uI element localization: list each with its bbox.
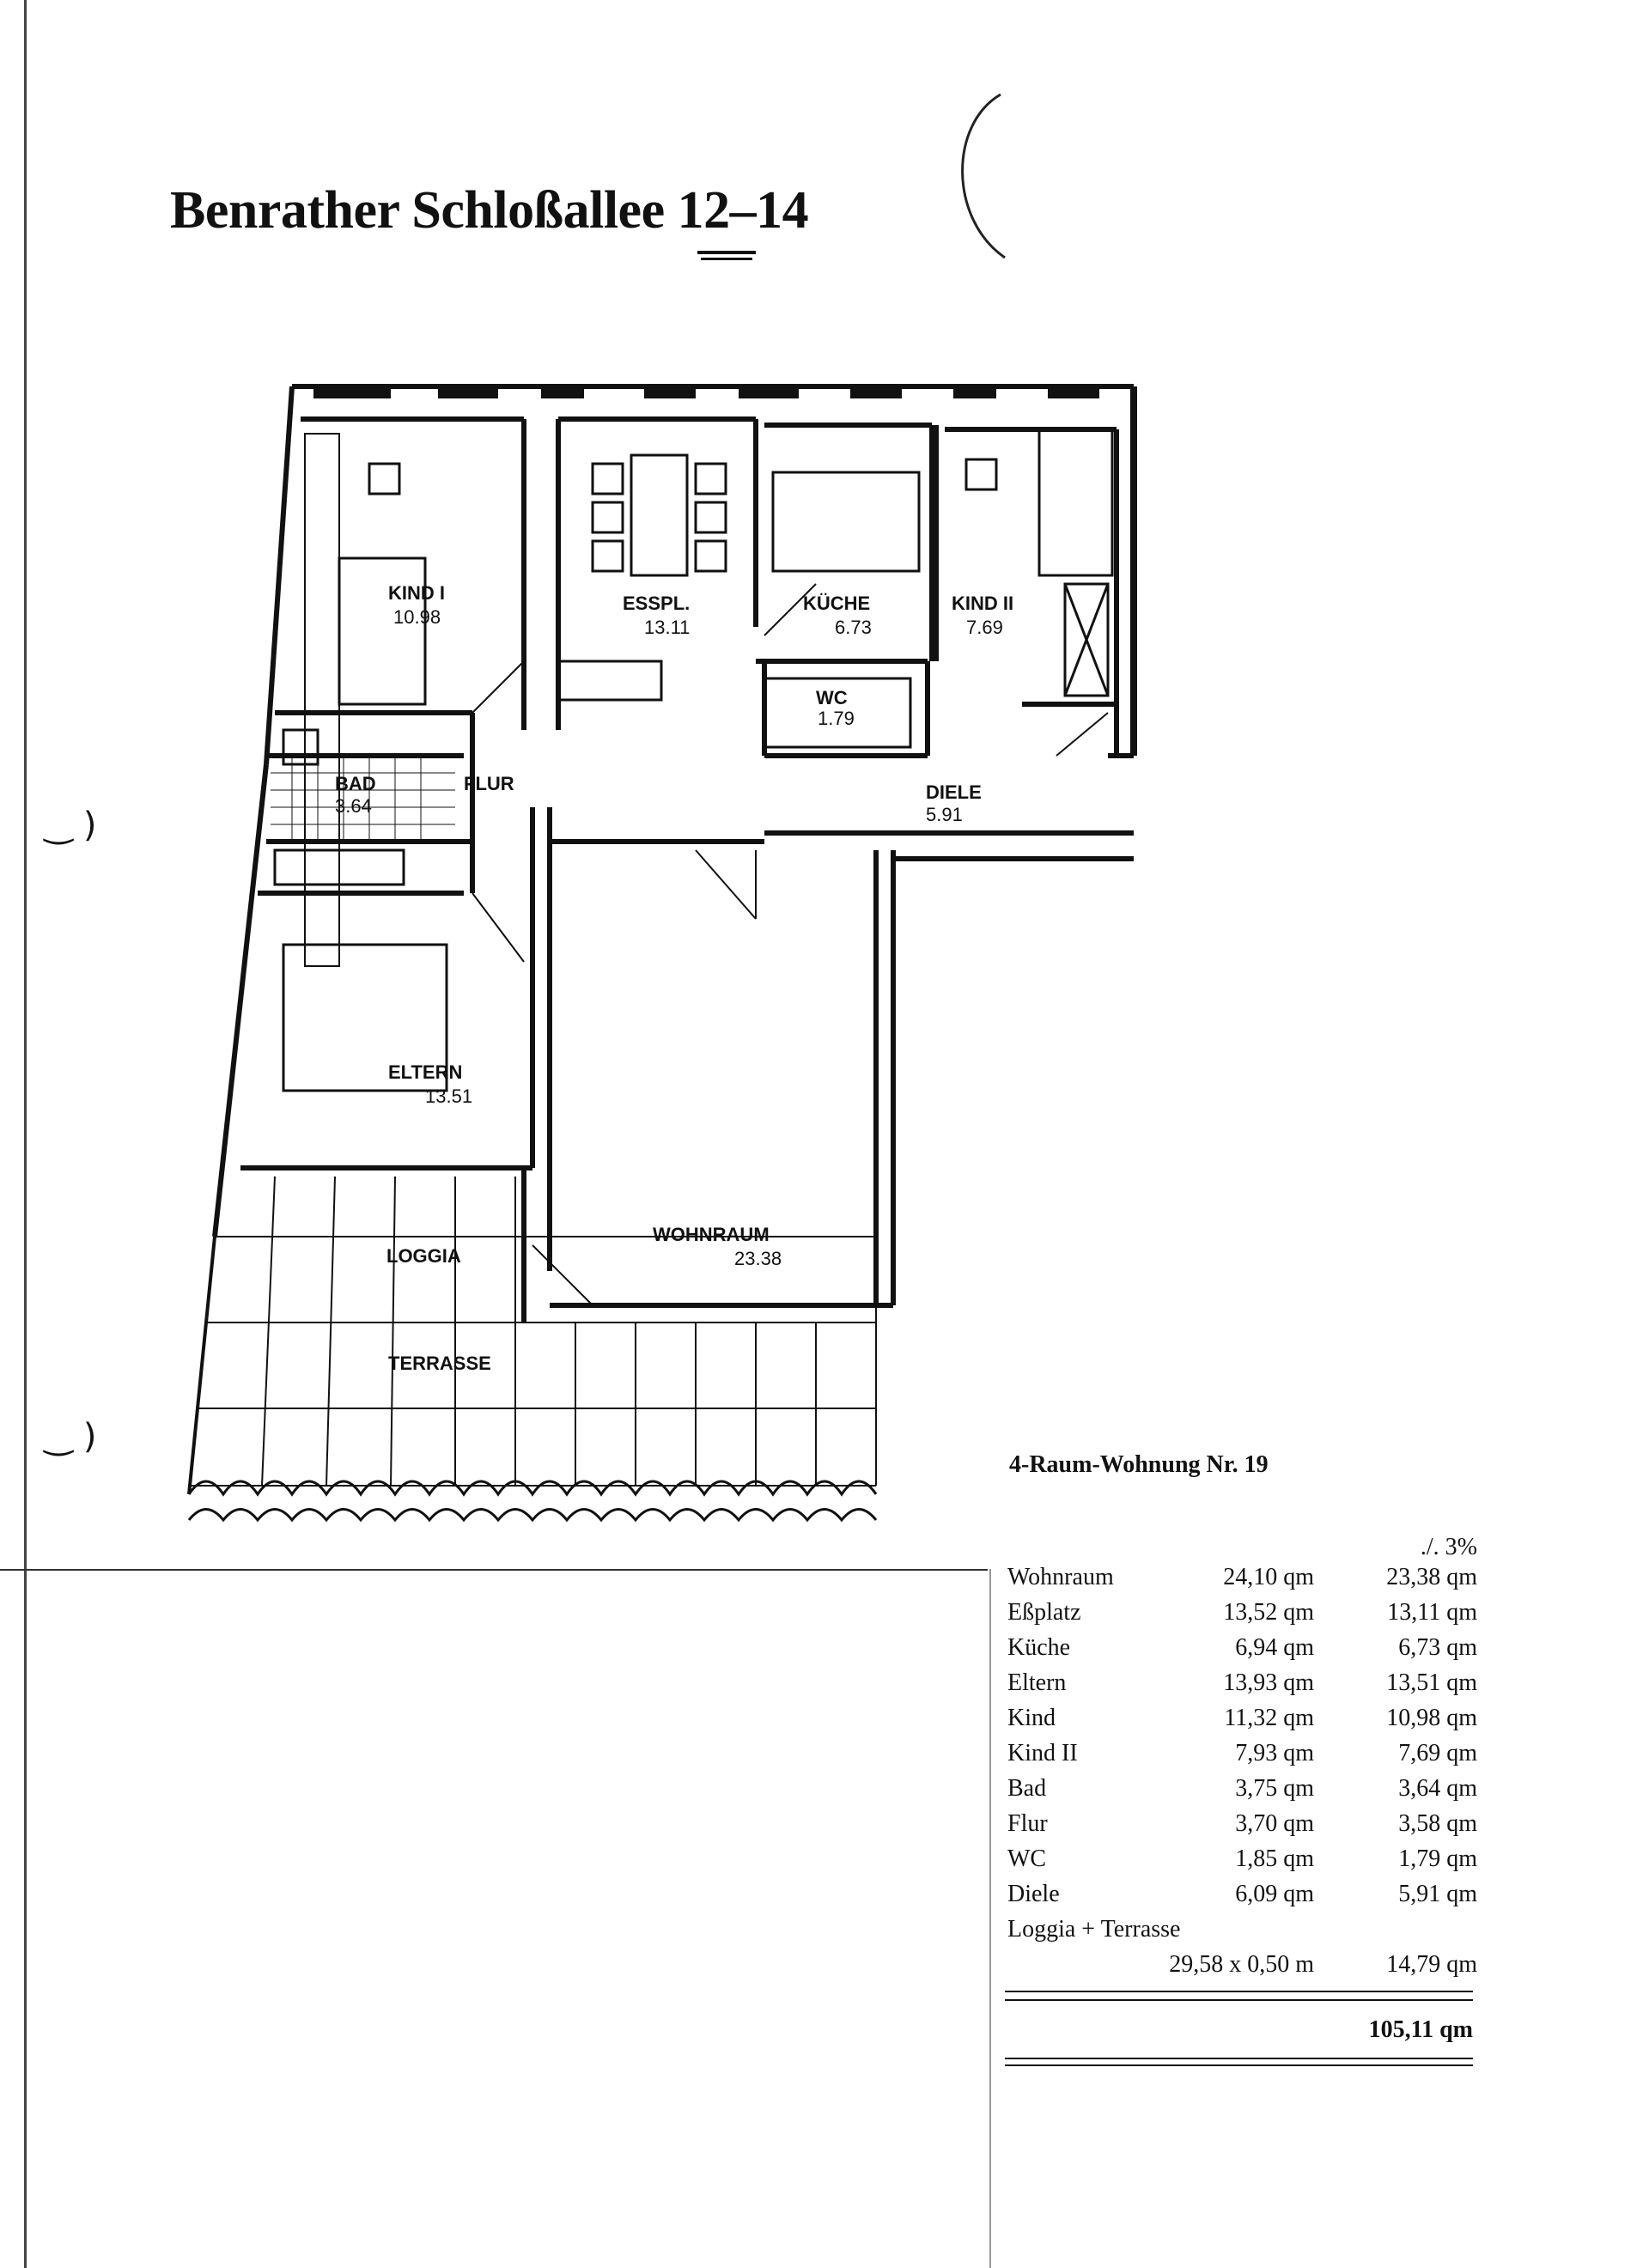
area-row-net: 13,51 qm: [1386, 1669, 1477, 1696]
area-row-name: WC: [1007, 1845, 1047, 1872]
page-title: Benrather Schloßallee 12–14: [170, 181, 809, 240]
handwritten-paren-mark: [961, 93, 1006, 259]
room-label-diele: DIELE: [926, 781, 982, 803]
room-label-bad: BAD: [335, 773, 376, 794]
room-label-loggia: LOGGIA: [386, 1245, 461, 1267]
room-label-eltern: ELTERN: [388, 1061, 462, 1083]
area-row: Eßplatz 13,52 qm 13,11 qm: [1005, 1599, 1477, 1634]
area-row-gross: 13,52 qm: [1223, 1599, 1314, 1626]
area-row: Kind 11,32 qm 10,98 qm: [1005, 1705, 1477, 1740]
bath-tiles: [271, 756, 455, 842]
sum-rule-1: [1005, 1991, 1473, 1992]
area-table-header: ./. 3%: [1005, 1529, 1477, 1564]
area-row-net: 3,58 qm: [1398, 1810, 1477, 1837]
room-area-esspl: 13.11: [644, 617, 690, 638]
area-row-name: Eltern: [1007, 1669, 1067, 1696]
top-windows: [313, 386, 1099, 398]
deduction-label: ./. 3%: [1420, 1534, 1477, 1560]
area-row-net: 3,64 qm: [1398, 1775, 1477, 1802]
area-row-name: Eßplatz: [1007, 1599, 1081, 1626]
page-vertical-rule: [989, 1569, 991, 2268]
area-row: Wohnraum 24,10 qm 23,38 qm: [1005, 1564, 1477, 1599]
area-row-gross: 7,93 qm: [1235, 1740, 1314, 1766]
area-row-net: 7,69 qm: [1398, 1740, 1477, 1766]
room-area-eltern: 13.51: [425, 1085, 472, 1107]
total-rule-2: [1005, 2064, 1473, 2066]
room-area-diele: 5.91: [926, 804, 963, 825]
room-label-kind-2: KIND II: [952, 593, 1013, 614]
room-area-kind-1: 10.98: [393, 606, 441, 628]
furniture: [273, 428, 1114, 1092]
area-row-name: Kind: [1007, 1705, 1056, 1731]
area-row-gross: 6,09 qm: [1235, 1881, 1314, 1907]
area-row: Eltern 13,93 qm 13,51 qm: [1005, 1669, 1477, 1705]
area-row-name: Diele: [1007, 1881, 1060, 1907]
area-row-name: Flur: [1007, 1810, 1048, 1837]
area-row-gross: 3,70 qm: [1235, 1810, 1314, 1837]
area-row-gross: 13,93 qm: [1223, 1669, 1314, 1696]
title-underline-2: [701, 258, 752, 260]
area-row: Flur 3,70 qm 3,58 qm: [1005, 1810, 1477, 1845]
area-row-name: Bad: [1007, 1775, 1047, 1802]
area-row: Kind II 7,93 qm 7,69 qm: [1005, 1740, 1477, 1775]
title-underline: [697, 251, 756, 254]
room-label-esspl: ESSPL.: [623, 593, 690, 614]
room-label-wohnraum: WOHNRAUM: [653, 1224, 770, 1245]
loggia-row: Loggia + Terrasse: [1005, 1916, 1477, 1951]
area-row-net: 23,38 qm: [1386, 1564, 1477, 1590]
area-row-gross: 6,94 qm: [1235, 1634, 1314, 1661]
room-area-kueche: 6.73: [835, 617, 872, 638]
sum-rule-2: [1005, 1999, 1473, 2001]
room-label-wc: WC: [816, 687, 848, 708]
loggia-calc-row: 29,58 x 0,50 m 14,79 qm: [1005, 1951, 1477, 1986]
loggia-terrace-grid: [189, 1176, 877, 1487]
area-table: ./. 3% Wohnraum 24,10 qm 23,38 qm Eßplat…: [1005, 1529, 1477, 1986]
area-row-gross: 1,85 qm: [1235, 1845, 1314, 1872]
area-row-gross: 3,75 qm: [1235, 1775, 1314, 1802]
room-area-wc: 1.79: [818, 708, 855, 729]
loggia-net: 14,79 qm: [1386, 1951, 1477, 1978]
room-label-flur: FLUR: [464, 773, 514, 794]
area-row-net: 6,73 qm: [1398, 1634, 1477, 1661]
area-row-net: 5,91 qm: [1398, 1881, 1477, 1907]
area-row-gross: 24,10 qm: [1223, 1564, 1314, 1590]
area-row: WC 1,85 qm 1,79 qm: [1005, 1845, 1477, 1881]
total-rule-1: [1005, 2058, 1473, 2059]
area-row-name: Wohnraum: [1007, 1564, 1114, 1590]
area-row: Diele 6,09 qm 5,91 qm: [1005, 1881, 1477, 1916]
area-row: Küche 6,94 qm 6,73 qm: [1005, 1634, 1477, 1669]
room-label-terrasse: TERRASSE: [388, 1353, 491, 1374]
room-label-kueche: KÜCHE: [803, 593, 870, 614]
room-label-kind-1: KIND I: [388, 582, 445, 604]
door-swings: [472, 583, 1109, 1306]
page-edge: [24, 0, 27, 2268]
area-row-name: Kind II: [1007, 1740, 1078, 1766]
floor-plan: KIND I 10.98 ESSPL. 13.11 KÜCHE 6.73 KIN…: [187, 384, 1137, 1523]
unit-title: 4-Raum-Wohnung Nr. 19: [1009, 1451, 1269, 1478]
room-area-wohnraum: 23.38: [734, 1248, 782, 1269]
area-row-net: 13,11 qm: [1387, 1599, 1477, 1626]
margin-mark-lower: ‿ ): [45, 1417, 97, 1456]
area-row-gross: 11,32 qm: [1224, 1705, 1314, 1731]
loggia-calc: 29,58 x 0,50 m: [1169, 1951, 1314, 1978]
margin-mark-upper: ‿ ): [45, 806, 97, 845]
area-row-net: 1,79 qm: [1398, 1845, 1477, 1872]
interior-walls: [240, 417, 1134, 1322]
plant-border: [187, 1480, 878, 1523]
total-area: 105,11 qm: [1368, 2016, 1473, 2043]
room-area-kind-2: 7.69: [966, 617, 1003, 638]
page-horizontal-rule: [0, 1569, 988, 1571]
area-row: Bad 3,75 qm 3,64 qm: [1005, 1775, 1477, 1810]
area-row-net: 10,98 qm: [1386, 1705, 1477, 1731]
area-row-name: Küche: [1007, 1634, 1071, 1661]
room-area-bad: 3.64: [335, 795, 372, 817]
loggia-label: Loggia + Terrasse: [1007, 1916, 1181, 1943]
